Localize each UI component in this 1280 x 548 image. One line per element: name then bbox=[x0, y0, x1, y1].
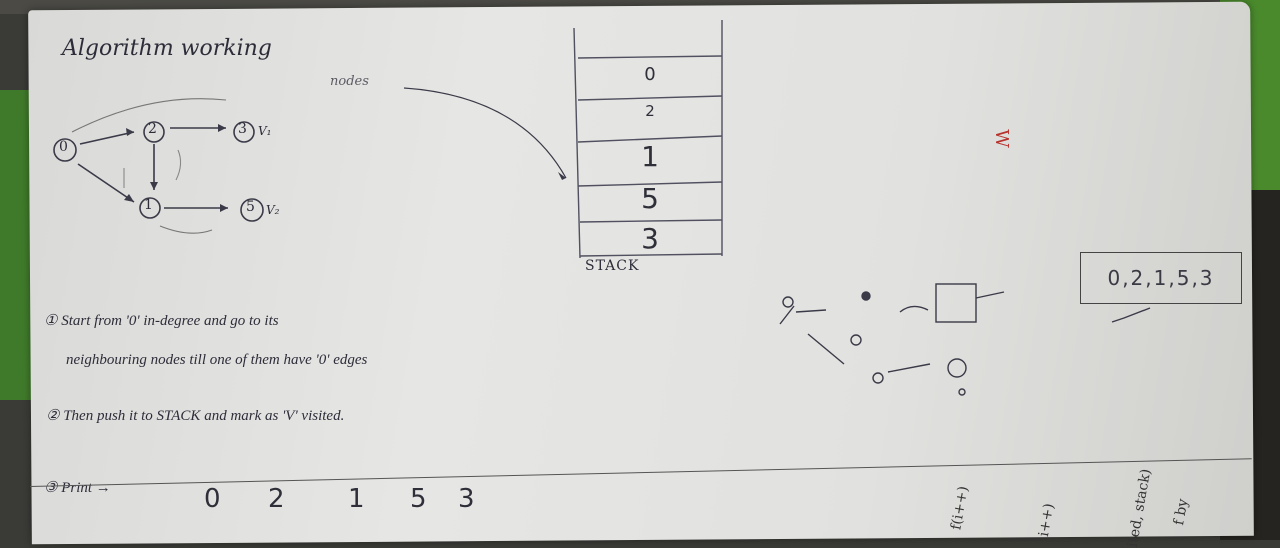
result-box: 0,2,1,5,3 bbox=[1080, 252, 1242, 304]
stack-label: STACK bbox=[585, 258, 640, 274]
side-sketch bbox=[779, 283, 1005, 396]
nodes-label: nodes bbox=[330, 74, 369, 89]
stack-drawing bbox=[573, 20, 723, 259]
node-label-2: 2 bbox=[148, 121, 157, 137]
red-ink-mark: W bbox=[990, 129, 1012, 148]
print-value: 5 bbox=[410, 484, 427, 514]
node-annotation-v2: V₂ bbox=[266, 203, 280, 217]
print-value: 3 bbox=[458, 484, 475, 514]
step-2: ② Then push it to STACK and mark as 'V' … bbox=[46, 408, 345, 424]
stack-entry: 1 bbox=[641, 140, 659, 173]
check-mark bbox=[1111, 307, 1151, 323]
node-label-1: 1 bbox=[144, 197, 153, 213]
print-value: 0 bbox=[204, 484, 221, 514]
stack-entry: 0 bbox=[644, 64, 656, 85]
graph-arrowheads bbox=[124, 124, 566, 212]
node-5 bbox=[240, 198, 264, 222]
stack-entry: 3 bbox=[641, 222, 659, 255]
stack-entry: 2 bbox=[645, 102, 655, 120]
print-value: 1 bbox=[348, 484, 365, 514]
node-2 bbox=[143, 121, 165, 143]
graph-edges bbox=[71, 87, 567, 234]
print-value: 2 bbox=[268, 484, 285, 514]
node-label-5: 5 bbox=[246, 199, 255, 215]
graph-nodes bbox=[53, 121, 264, 222]
node-label-3: 3 bbox=[238, 121, 247, 137]
node-0 bbox=[53, 138, 77, 162]
step-1-line-2: neighbouring nodes till one of them have… bbox=[66, 352, 368, 368]
page-title: Algorithm working bbox=[62, 36, 272, 61]
node-annotation-v1: V₁ bbox=[258, 124, 272, 138]
node-1 bbox=[139, 197, 161, 219]
step-1-line-1: ① Start from '0' in-degree and go to its bbox=[44, 313, 279, 329]
node-3 bbox=[233, 121, 255, 143]
step-3-label: ③ Print → bbox=[44, 480, 111, 496]
stack-entry: 5 bbox=[641, 182, 659, 215]
node-label-0: 0 bbox=[59, 139, 68, 155]
